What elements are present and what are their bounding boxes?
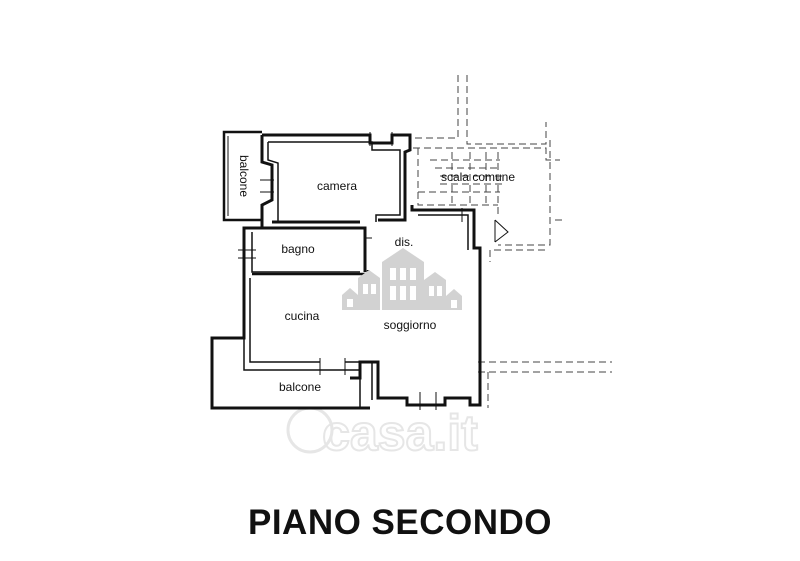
walls — [210, 130, 509, 410]
floor-plan: casa.it — [210, 75, 612, 462]
dashed-outline — [413, 75, 612, 408]
room-label-bagno: bagno — [281, 242, 315, 256]
room-label-scala-comune: scala comune — [441, 170, 515, 184]
watermark-text: casa.it — [322, 405, 478, 461]
room-label-balcone-bottom: balcone — [279, 380, 321, 394]
floor-title: PIANO SECONDO — [247, 503, 553, 542]
room-label-soggiorno: soggiorno — [384, 318, 437, 332]
room-label-balcone-left: balcone — [237, 155, 251, 197]
room-label-camera: camera — [317, 179, 357, 193]
room-label-dis: dis. — [395, 235, 414, 249]
room-label-cucina: cucina — [285, 309, 320, 323]
